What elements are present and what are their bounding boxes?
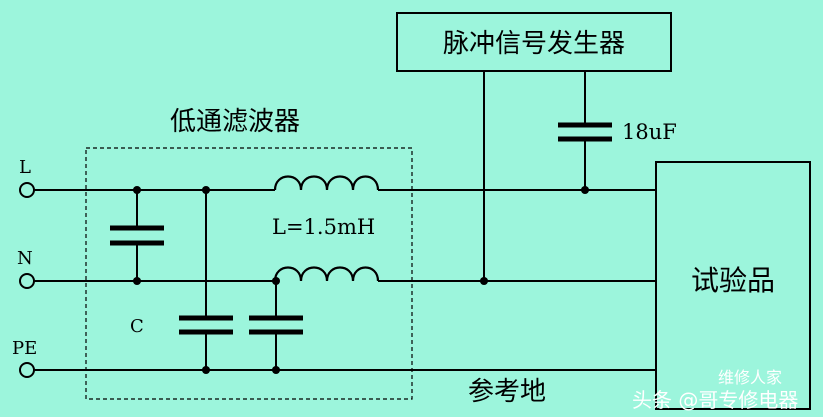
filter-enclosure	[85, 147, 413, 400]
dut-box	[655, 161, 811, 410]
junction-dot	[272, 277, 280, 285]
terminal-l-label: L	[19, 157, 31, 178]
watermark-line1: 维修人家	[718, 368, 782, 387]
junction-dot	[202, 186, 210, 194]
junction-dot	[133, 277, 141, 285]
reference-ground-label: 参考地	[468, 377, 546, 407]
terminal-l	[19, 182, 35, 198]
junction-dot	[480, 277, 488, 285]
filter-title: 低通滤波器	[170, 107, 300, 137]
pulse-generator-label: 脉冲信号发生器	[443, 29, 625, 59]
junction-dot	[272, 366, 280, 374]
terminal-pe-label: PE	[12, 338, 37, 359]
dut-label: 试验品	[691, 264, 775, 297]
pulse-generator-box	[396, 12, 672, 72]
coupling-cap-label: 18uF	[622, 120, 677, 144]
junction-dot	[202, 366, 210, 374]
junction-dot	[581, 186, 589, 194]
inductor-label: L=1.5mH	[272, 215, 375, 239]
junction-dot	[133, 186, 141, 194]
terminal-pe	[19, 362, 35, 378]
inductor-l	[273, 175, 380, 191]
terminal-n-label: N	[17, 248, 33, 269]
capacitor-label: C	[130, 316, 144, 337]
inductor-n	[273, 266, 380, 282]
terminal-n	[19, 273, 35, 289]
watermark-line2: 头条 @哥专修电器	[632, 388, 798, 412]
